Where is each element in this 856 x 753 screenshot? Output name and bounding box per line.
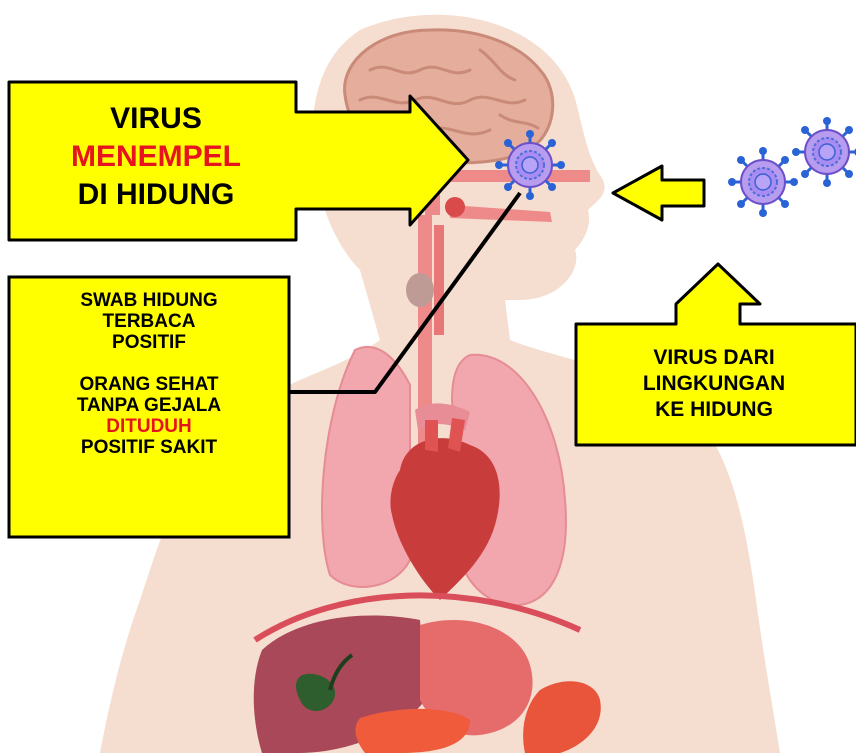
virus-nose	[495, 130, 565, 200]
callout-swab-line4: ORANG SEHAT	[14, 374, 284, 395]
callout-environment-line3: KE HIDUNG	[578, 397, 850, 423]
callout-swab-line1: SWAB HIDUNG	[14, 290, 284, 311]
callout-nose-line2: MENEMPEL	[18, 138, 294, 176]
callout-nose-line1: VIRUS	[18, 100, 294, 138]
virus-environment-2	[792, 117, 856, 187]
callout-nose-text: VIRUS MENEMPEL DI HIDUNG	[18, 100, 294, 214]
virus-environment-1	[728, 147, 798, 217]
callout-environment-line2: LINGKUNGAN	[578, 371, 850, 397]
arrow-left-icon	[613, 166, 704, 220]
callout-swab-line3: POSITIF	[14, 332, 284, 353]
callout-environment-text: VIRUS DARI LINGKUNGAN KE HIDUNG	[578, 345, 850, 423]
callout-swab-line7: POSITIF SAKIT	[14, 437, 284, 458]
callout-swab-line5: TANPA GEJALA	[14, 395, 284, 416]
callout-swab-spacer	[14, 353, 284, 374]
callout-environment-line1: VIRUS DARI	[578, 345, 850, 371]
callout-swab-line2: TERBACA	[14, 311, 284, 332]
callout-swab-text: SWAB HIDUNG TERBACA POSITIF ORANG SEHAT …	[14, 290, 284, 458]
callout-nose-line3: DI HIDUNG	[18, 176, 294, 214]
callout-swab-line6: DITUDUH	[14, 416, 284, 437]
